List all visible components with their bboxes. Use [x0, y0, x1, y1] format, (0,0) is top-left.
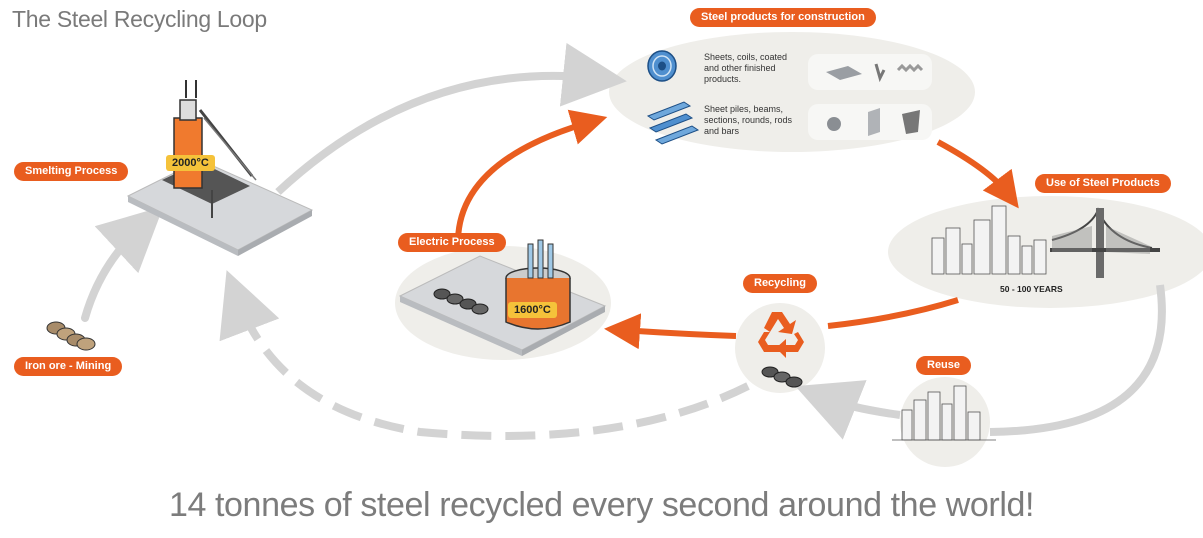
city-skyline-icon: [931, 205, 1047, 275]
bridge-icon: [1050, 207, 1160, 278]
piles-description: Sheet piles, beams, sections, rounds, ro…: [704, 104, 793, 136]
smelting-to-products-arrow: [275, 42, 627, 195]
iron-ore-label: Iron ore - Mining: [14, 357, 123, 376]
recycling-label: Recycling: [743, 274, 817, 293]
products-label: Steel products for construction: [690, 8, 876, 27]
electric-label: Electric Process: [398, 233, 506, 252]
ore-pile-icon: [46, 321, 96, 351]
coil-icon: [647, 50, 677, 82]
recycle-icon: [758, 312, 804, 358]
reuse-to-recycling-arrow: [795, 380, 901, 440]
scrap-pile-icon: [761, 366, 803, 388]
blast-furnace-icon: [126, 80, 314, 256]
diagram-title: The Steel Recycling Loop: [12, 6, 267, 32]
beam-products-icons: [827, 108, 920, 136]
electric-to-products-arrow: [455, 109, 608, 241]
sheet-products-box: [808, 54, 932, 90]
reuse-label: Reuse: [916, 356, 972, 375]
sheet-products-icons: [826, 63, 924, 83]
recycling-to-electric-arrow: [604, 313, 737, 350]
ore-to-smelting-arrow: [81, 206, 164, 322]
beams-icon: [646, 101, 700, 145]
use-label: Use of Steel Products: [1035, 174, 1171, 193]
recycling-to-smelting-dashed-arrow: [219, 270, 750, 440]
smelting-label: Smelting Process: [14, 162, 129, 181]
use-to-reuse-arrow: [989, 284, 1166, 436]
tagline: 14 tonnes of steel recycled every second…: [168, 486, 1035, 524]
reuse-skyline-icon: [892, 385, 996, 441]
blast-furnace-temp: 2000°C: [166, 155, 215, 171]
lifetime-label: 50 - 100 YEARS: [1000, 284, 1063, 294]
sheets-description: Sheets, coils, coated and other finished…: [704, 52, 788, 84]
products-to-use-arrow: [936, 139, 1019, 209]
use-to-recycling-arrow: [827, 297, 959, 329]
electric-furnace-temp: 1600°C: [508, 302, 557, 318]
